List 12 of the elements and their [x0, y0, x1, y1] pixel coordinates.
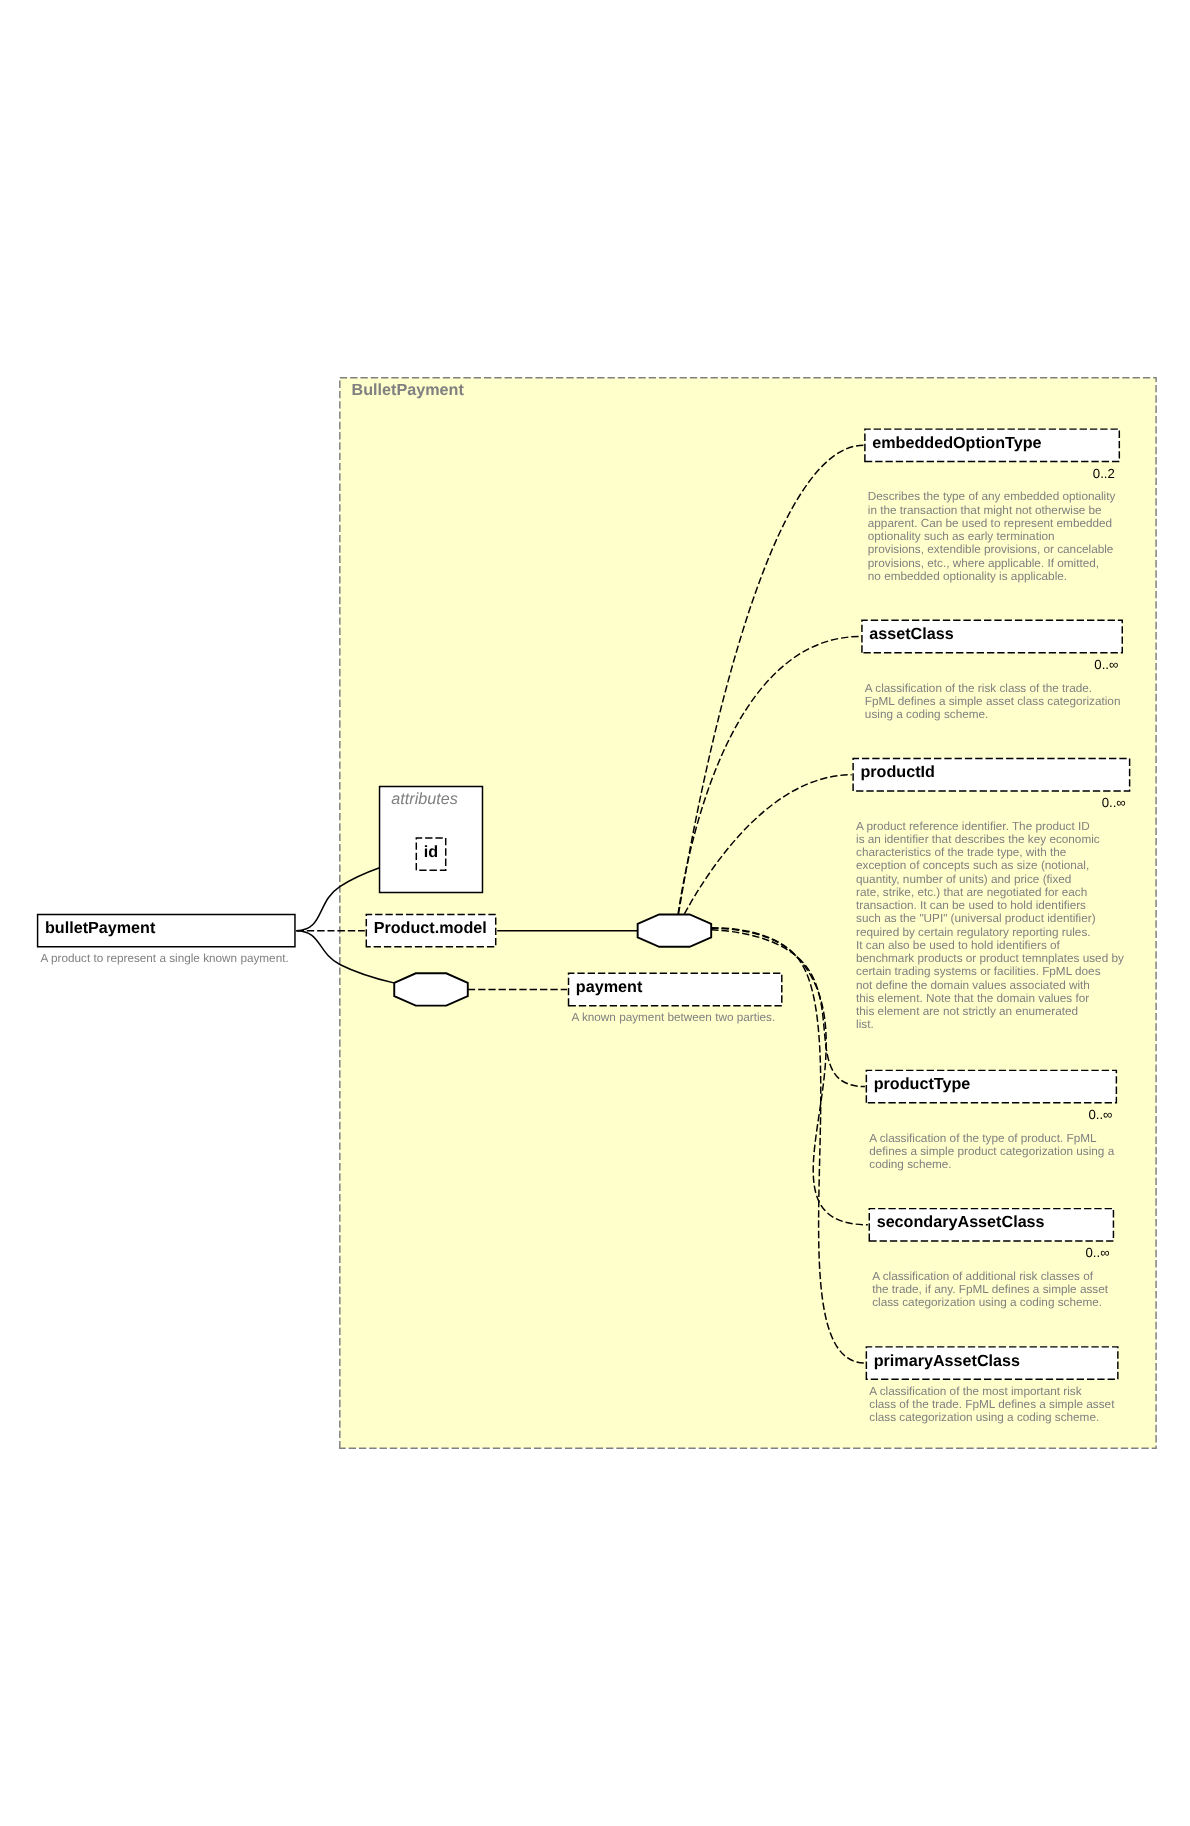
- connector: [683, 774, 853, 915]
- connector: [677, 635, 862, 916]
- connector: [677, 444, 865, 915]
- connector: [467, 988, 568, 991]
- connector: [710, 927, 866, 1364]
- connector: [710, 927, 869, 1226]
- connector: [295, 929, 395, 984]
- node-octagon: [636, 913, 713, 948]
- node-octagon: [393, 972, 469, 1007]
- connector: [295, 867, 381, 932]
- connector: [496, 929, 638, 932]
- connector: [710, 929, 866, 1088]
